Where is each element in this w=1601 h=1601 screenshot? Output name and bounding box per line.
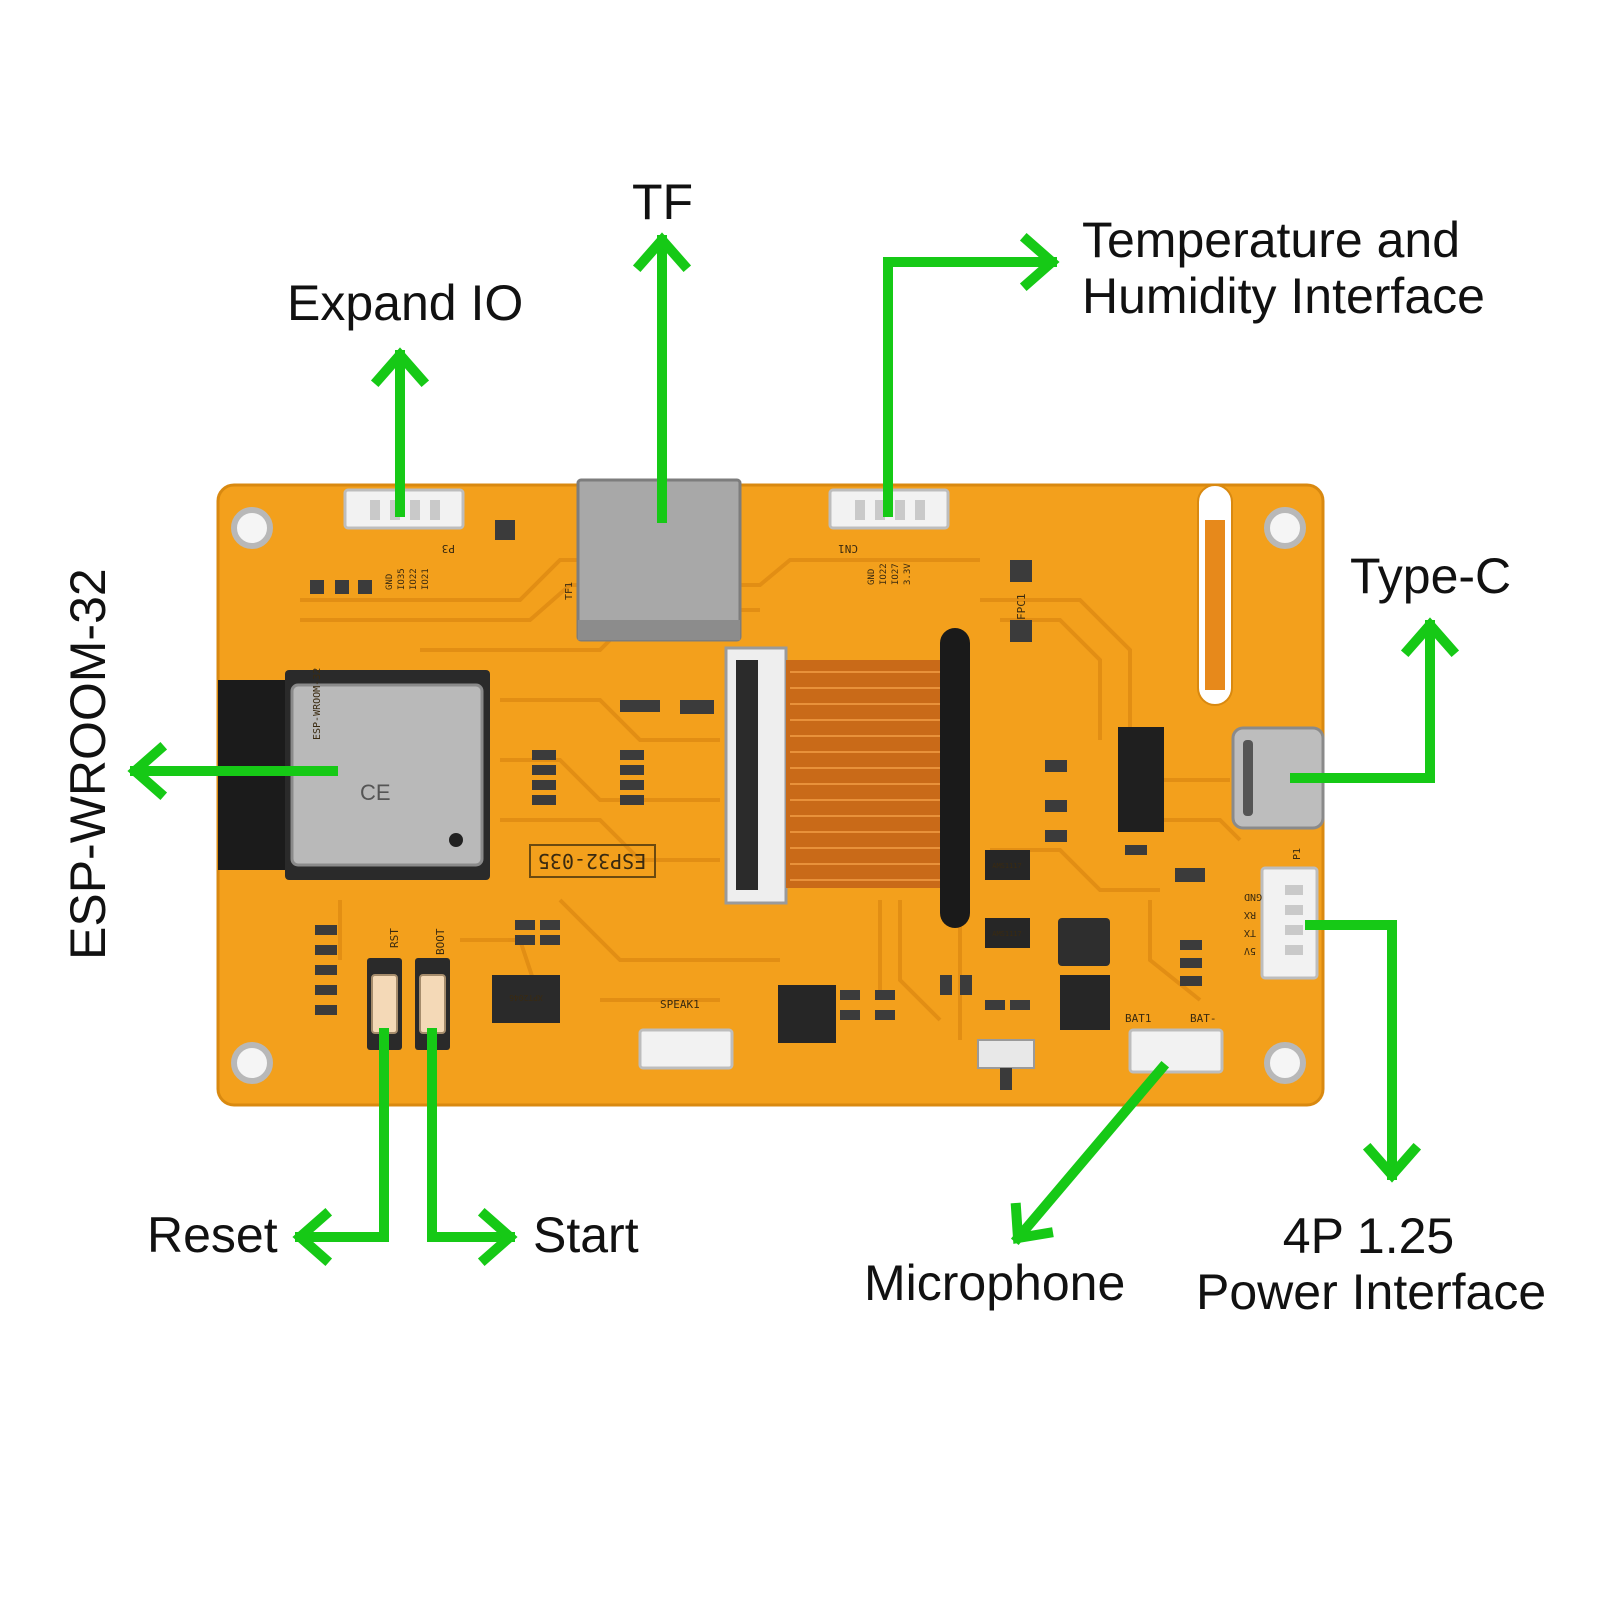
ribbon-cable: [786, 660, 966, 888]
uart-pin-rx: RX: [1244, 909, 1256, 920]
power-chip: [1060, 975, 1110, 1030]
regulator-2: [985, 918, 1030, 948]
board-name-silk: ESP32-035: [538, 849, 646, 873]
uart-pin-tx: TX: [1244, 927, 1256, 938]
microphone-label: Microphone: [864, 1255, 1126, 1311]
power-interface-line-2: Power Interface: [1196, 1264, 1547, 1320]
type-c-label: Type-C: [1350, 548, 1512, 604]
tf-label: TF: [632, 174, 694, 230]
cn-pin-io27: IO27: [891, 563, 901, 585]
cn-pin-gnd: GND: [867, 569, 877, 585]
io-pin-gnd: GND: [385, 574, 395, 590]
tf-arrow: [632, 232, 692, 523]
inductor: [1058, 918, 1110, 966]
temp-humidity-line-2: Humidity Interface: [1082, 268, 1485, 324]
xpt2046-chip: [492, 975, 560, 1023]
p3-silk: P3: [442, 542, 455, 555]
start-label: Start: [533, 1207, 639, 1263]
bat-silk: BAT1: [1125, 1012, 1152, 1025]
reset-arrow: [292, 1028, 389, 1267]
fpc-silk: FPC1: [1015, 594, 1028, 621]
bat-minus-silk: BAT-: [1190, 1012, 1217, 1025]
uart-pin-gnd: GND: [1244, 891, 1262, 902]
audio-amp-chip: [778, 985, 836, 1043]
ch340-chip: [1118, 727, 1164, 832]
temp-humidity-label: Temperature and Humidity Interface: [1082, 212, 1485, 324]
svg-text:CE: CE: [360, 780, 391, 805]
temp-humidity-line-1: Temperature and: [1082, 212, 1461, 268]
regulator-1: [985, 850, 1030, 880]
p1-silk: P1: [1292, 848, 1303, 860]
cn-pin-io22: IO22: [879, 563, 889, 585]
cn-pin-3v3: 3.3V: [903, 563, 913, 585]
power-interface-arrow: [1305, 920, 1422, 1183]
speaker-connector: [638, 1028, 734, 1070]
xpt-silk: XPT2046: [509, 993, 543, 1002]
reset-button-body: [367, 958, 402, 1050]
microphone-connector: [1128, 1028, 1224, 1074]
esp-module-label: ESP-WROOM-32: [60, 568, 116, 960]
expand-io-label: Expand IO: [287, 275, 524, 331]
microphone-arrow: [1010, 1060, 1170, 1246]
tf-silk: TF1: [564, 582, 575, 600]
rst-silk: RST: [388, 928, 401, 948]
cn1-silk: CN1: [838, 542, 858, 555]
io-pin-io22: IO22: [409, 568, 419, 590]
start-arrow: [427, 1028, 518, 1267]
io-pin-io35: IO35: [397, 568, 407, 590]
speak-silk: SPEAK1: [660, 998, 700, 1011]
io-pin-io21: IO21: [421, 568, 431, 590]
temp-humidity-arrow: [883, 232, 1060, 517]
esp-module-arrow: [127, 741, 338, 801]
mounting-holes: [231, 507, 1306, 1084]
boot-silk: BOOT: [434, 928, 447, 955]
uart-pin-5v: 5V: [1244, 945, 1256, 956]
type-c-arrow: [1290, 617, 1460, 783]
ams2-silk: AMS1117: [992, 930, 1022, 938]
module-silk-text: ESP-WROOM-32: [312, 668, 323, 740]
boot-button-body: [415, 958, 450, 1050]
ams1-silk: AMS1117: [992, 862, 1022, 870]
power-interface-label: 4P 1.25 Power Interface: [1196, 1208, 1547, 1320]
power-interface-line-1: 4P 1.25: [1282, 1208, 1455, 1264]
expand-io-arrow: [370, 347, 430, 517]
reset-label: Reset: [147, 1207, 278, 1263]
